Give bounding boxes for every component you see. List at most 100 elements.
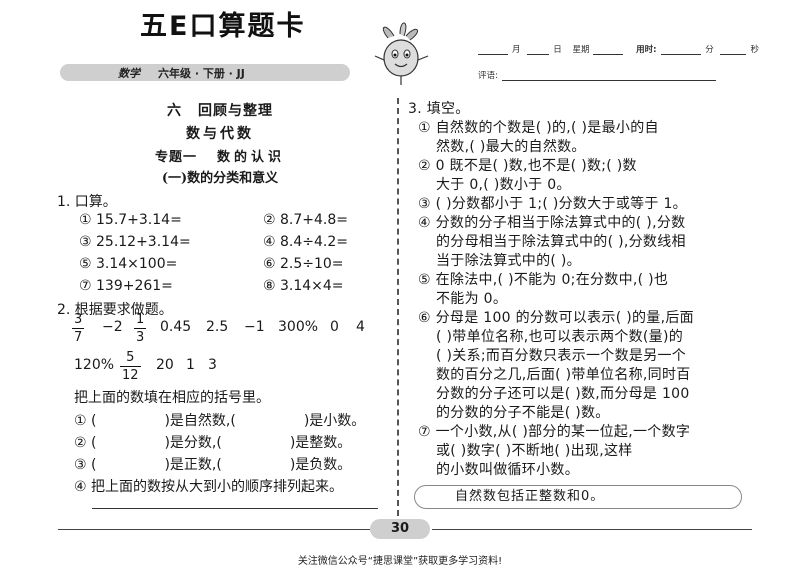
calc-item: ① 15.7+3.14= (79, 212, 182, 228)
weekday-blank[interactable] (593, 54, 624, 55)
subject-bar: 数学 六年级 · 下册 · JJ (60, 64, 350, 81)
grade-info: 六年级 · 下册 · JJ (158, 66, 245, 80)
calc-item: ⑤ 3.14×100= (79, 256, 178, 272)
fill-row: ④ 把上面的数按从大到小的顺序排列起来。 (74, 479, 343, 495)
fill-line: ⑤ 在除法中,( )不能为 0;在分数中,( )也 (418, 272, 669, 288)
topic-heading: 数与代数 (186, 126, 254, 142)
footer-note: 关注微信公众号“捷思课堂”获取更多学习资料! (297, 556, 503, 567)
fill-part: )是负数。 (289, 457, 352, 473)
calc-item: ⑧ 3.14×4= (263, 278, 344, 294)
denominator: 7 (74, 330, 83, 345)
number-item: 300% (278, 319, 319, 335)
fill-line: 当于除法算式中的( )。 (436, 253, 581, 269)
denominator: 12 (122, 368, 139, 383)
fill-row: ② ( )是分数,( )是整数。 (74, 432, 351, 452)
fill-part: )是整数。 (289, 435, 352, 451)
fill-line: 或( )数字( )不断地( )出现,这样 (436, 443, 633, 459)
fill-part: )是自然数,( (164, 413, 236, 429)
brand-title: 五E口算题卡 (140, 10, 306, 42)
minute-blank[interactable] (661, 54, 702, 55)
unit-label: 专题一 (154, 150, 197, 165)
instruction-text: 把上面的数填在相应的括号里。 (74, 390, 270, 406)
subject-label: 数学 (118, 66, 140, 80)
day-label: 日 (553, 45, 562, 55)
fill-line: ( )关系;而百分数只表示一个数是另一个 (436, 348, 687, 364)
fill-line: 大于 0,( )数小于 0。 (436, 177, 571, 193)
calc-item: ⑥ 2.5÷10= (263, 256, 344, 272)
month-blank[interactable] (478, 54, 508, 55)
page-number: 30 (370, 519, 430, 539)
question-3-title: 3. 填空。 (408, 101, 470, 117)
fill-line: ① 自然数的个数是( )的,( )是最小的自 (418, 120, 659, 136)
fill-part: ② ( (74, 435, 97, 451)
time-label: 用时: (636, 45, 657, 55)
column-divider (397, 98, 399, 516)
day-blank[interactable] (527, 54, 550, 55)
calc-item: ② 8.7+4.8= (263, 212, 348, 228)
fill-line: 然数,( )最大的自然数。 (436, 139, 586, 155)
number-item: 3 (208, 357, 217, 373)
fill-part: )是分数,( (164, 435, 222, 451)
number-item: 1 (186, 357, 195, 373)
fill-part: )是正数,( (164, 457, 222, 473)
chapter-number: 六 (167, 103, 182, 119)
fill-row: ③ ( )是正数,( )是负数。 (74, 454, 351, 474)
chapter-title: 回顾与整理 (198, 103, 273, 119)
review-label: 评语: (478, 71, 498, 81)
fill-line: ④ 分数的分子相当于除法算式中的( ),分数 (418, 215, 686, 231)
denominator: 3 (136, 330, 145, 345)
fill-line: 分数的分子还可以是( )数,而分母是 100 (436, 386, 690, 402)
fill-line: 的分母相当于除法算式中的( ),分数线相 (436, 234, 686, 250)
fill-line: ③ ( )分数都小于 1;( )分数大于或等于 1。 (418, 196, 687, 212)
summary-box: 自然数包括正整数和0。 (414, 485, 742, 509)
question-1-title: 1. 口算。 (57, 194, 117, 210)
fill-line: 的分数的分子不能是( )数。 (436, 405, 610, 421)
second-label: 秒 (750, 45, 759, 55)
footer-rule-right (432, 529, 752, 530)
number-item: 4 (356, 319, 365, 335)
answer-line (92, 508, 378, 509)
review-blank[interactable] (501, 80, 716, 81)
numerator: 5 (126, 350, 135, 365)
fill-part: )是小数。 (303, 413, 366, 429)
calc-item: ⑦ 139+261= (79, 278, 173, 294)
fill-part: ③ ( (74, 457, 97, 473)
minute-label: 分 (705, 45, 714, 55)
review-line: 评语: (478, 69, 716, 81)
number-item: 0.45 (160, 319, 192, 335)
chapter-heading: 六回顾与整理 (55, 100, 385, 120)
fill-line: 数的百分之几,后面( )带单位名称,同时百 (436, 367, 691, 383)
numerator: 1 (136, 312, 145, 327)
radish-mascot-icon (374, 22, 429, 85)
weekday-label: 星期 (572, 45, 590, 55)
number-item: −2 (102, 319, 123, 335)
fill-line: ( )带单位名称,也可以表示两个数(量)的 (436, 329, 684, 345)
number-item: 0 (330, 319, 339, 335)
number-item: 120% (74, 357, 115, 373)
footer-rule-left (58, 529, 370, 530)
question-2-title: 2. 根据要求做题。 (57, 302, 173, 318)
fill-line: 的小数叫做循环小数。 (436, 462, 579, 478)
second-blank[interactable] (720, 54, 747, 55)
date-time-line: 月 日 星期 用时: 分 秒 (478, 43, 763, 55)
fill-line: ⑥ 分母是 100 的分数可以表示( )的量,后面 (418, 310, 694, 326)
unit-title: 数的认识 (217, 150, 286, 165)
fill-line: ⑦ 一个小数,从( )部分的某一位起,一个数字 (418, 424, 691, 440)
fill-line: ② 0 既不是( )数,也不是( )数;( )数 (418, 158, 637, 174)
calc-item: ④ 8.4÷4.2= (263, 234, 348, 250)
calc-item: ③ 25.12+3.14= (79, 234, 191, 250)
number-item: 2.5 (206, 319, 229, 335)
brand-logo: 五E口算题卡 (140, 6, 306, 42)
fill-part: ① ( (74, 413, 97, 429)
number-item: −1 (244, 319, 265, 335)
unit-heading: 专题一 数的认识 (55, 146, 385, 165)
fill-row: ① ( )是自然数,( )是小数。 (74, 410, 365, 430)
fill-line: 不能为 0。 (436, 291, 508, 307)
numerator: 3 (74, 312, 83, 327)
number-item: 20 (156, 357, 174, 373)
month-label: 月 (512, 45, 521, 55)
